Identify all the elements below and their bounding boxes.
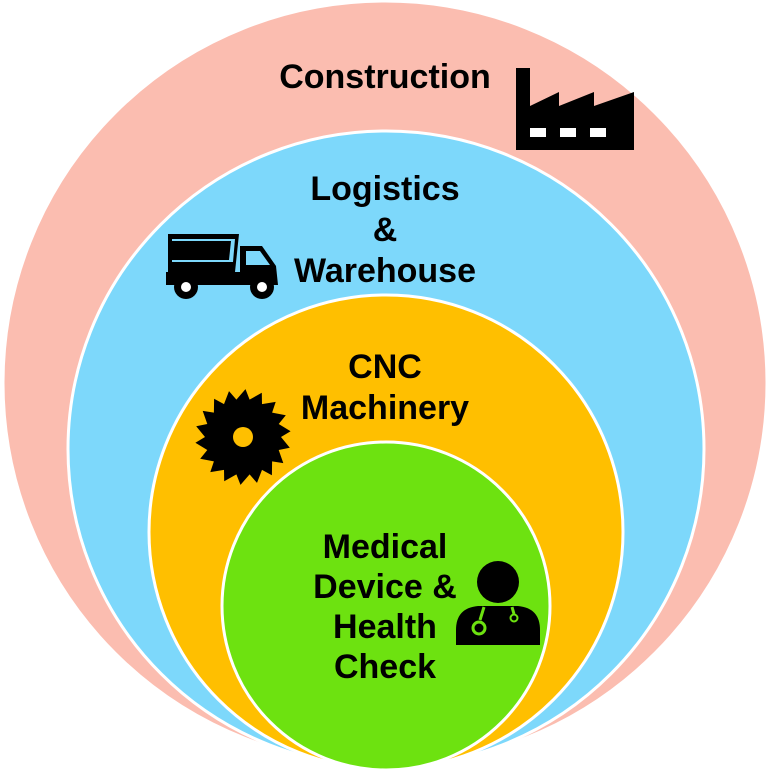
- medical-label-line4: Check: [334, 648, 436, 686]
- cnc-label-line2: Machinery: [301, 389, 469, 427]
- medical-label-line2: Device &: [313, 568, 457, 606]
- saw-blade-icon: [195, 389, 291, 485]
- medical-ring: [220, 440, 552, 772]
- truck-icon: [166, 234, 278, 299]
- medical-label-line3: Health: [333, 608, 437, 646]
- factory-icon: [516, 68, 634, 150]
- logistics-label-line1: Logistics: [310, 170, 459, 208]
- logistics-label-line3: Warehouse: [294, 252, 476, 290]
- cnc-label-line1: CNC: [348, 348, 422, 386]
- doctor-icon: [456, 561, 540, 645]
- logistics-label-line2: &: [373, 211, 398, 249]
- medical-label-line1: Medical: [323, 528, 448, 566]
- construction-label: Construction: [279, 58, 491, 96]
